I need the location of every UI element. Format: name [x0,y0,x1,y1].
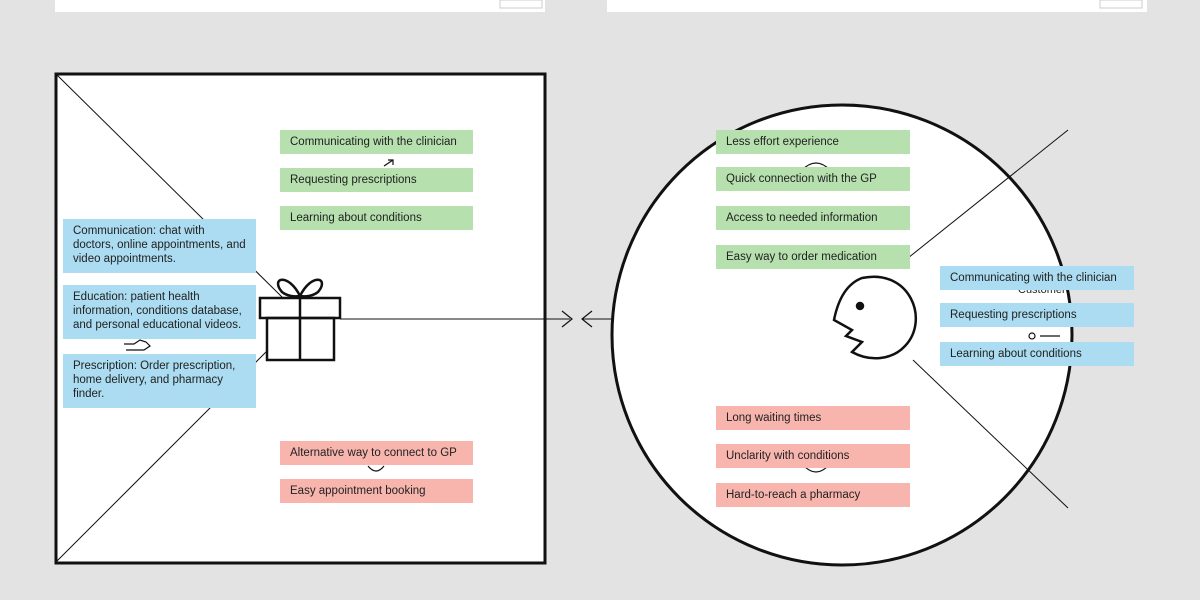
product-service-note: Prescription: Order prescription, home d… [63,354,256,408]
pain-note: Long waiting times [716,406,910,430]
arrow-right-icon [561,310,573,328]
pain-reliever-note: Alternative way to connect to GP [280,441,473,465]
gain-note: Quick connection with the GP [716,167,910,191]
top-card-left-thumbnail [499,0,543,9]
pain-reliever-note: Easy appointment booking [280,479,473,503]
gift-icon [258,278,342,362]
arrow-up-right-icon [383,159,394,167]
gain-note: Access to needed information [716,206,910,230]
hand-icon [124,339,151,351]
job-note: Learning about conditions [940,342,1134,366]
top-card-left [55,0,545,12]
gain-creator-note: Communicating with the clinician [280,130,473,154]
customer-profile-divider-top [902,129,1069,263]
product-service-note: Communication: chat with doctors, online… [63,219,256,273]
top-card-right-thumbnail [1099,0,1143,9]
job-note: Communicating with the clinician [940,266,1134,290]
face-icon [832,275,917,360]
gain-creator-note: Requesting prescriptions [280,168,473,192]
pain-note: Hard-to-reach a pharmacy [716,483,910,507]
key-icon [1028,332,1060,340]
gain-note: Less effort experience [716,130,910,154]
gain-note: Easy way to order medication [716,245,910,269]
product-service-note: Education: patient health information, c… [63,285,256,339]
job-note: Requesting prescriptions [940,303,1134,327]
top-card-right [607,0,1147,12]
gain-creator-note: Learning about conditions [280,206,473,230]
bandage-icon [367,465,385,472]
customer-profile-divider-bottom [912,359,1069,509]
pain-note: Unclarity with conditions [716,444,910,468]
